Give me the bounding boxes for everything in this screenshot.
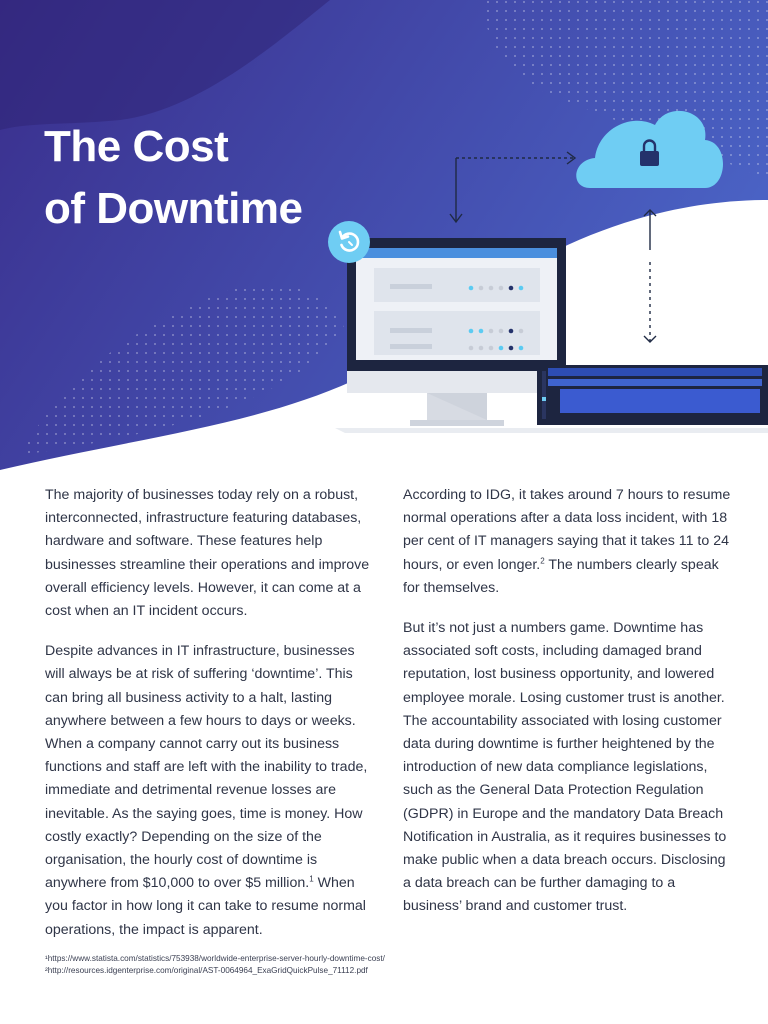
monitor — [347, 238, 566, 426]
footnote-1[interactable]: ¹https://www.statista.com/statistics/753… — [45, 954, 385, 963]
title-line-1: The Cost — [44, 122, 229, 171]
hero-banner: The Cost of Downtime — [0, 0, 768, 470]
left-paragraph-2-text-b: When you factor in how long it can take … — [45, 875, 366, 938]
left-paragraph-2-text-a: Despite advances in IT infrastructure, b… — [45, 643, 368, 892]
dot-pattern-bottom — [20, 284, 345, 455]
left-paragraph-1: The majority of businesses today rely on… — [45, 487, 370, 620]
right-paragraph-1-text-a: According to IDG, it takes around 7 hour… — [403, 487, 731, 573]
page-title: The Cost of Downtime — [44, 116, 303, 240]
left-paragraph-2: Despite advances in IT infrastructure, b… — [45, 640, 375, 942]
sync-arrows — [643, 209, 657, 343]
server-rack — [537, 365, 768, 425]
footnotes: ¹https://www.statista.com/statistics/753… — [45, 953, 735, 977]
right-paragraph-1: According to IDG, it takes around 7 hour… — [403, 484, 733, 600]
left-column: The majority of businesses today rely on… — [45, 484, 375, 959]
right-paragraph-2: But it’s not just a numbers game. Downti… — [403, 620, 727, 915]
footnote-ref-1: 1 — [309, 874, 314, 884]
desk-shadow — [335, 428, 768, 433]
footnote-ref-2: 2 — [540, 555, 545, 565]
hero-illustration — [0, 0, 768, 470]
title-line-2: of Downtime — [44, 184, 303, 233]
hero-dark-wave — [0, 0, 330, 130]
right-column: According to IDG, it takes around 7 hour… — [403, 484, 733, 936]
right-paragraph-1-text-b: The numbers clearly speak for themselves… — [403, 556, 719, 596]
connector-arrow — [449, 151, 577, 224]
refresh-icon — [328, 221, 370, 263]
footnote-2[interactable]: ²http://resources.idgenterprise.com/orig… — [45, 966, 368, 975]
cloud-lock-icon — [576, 110, 724, 188]
